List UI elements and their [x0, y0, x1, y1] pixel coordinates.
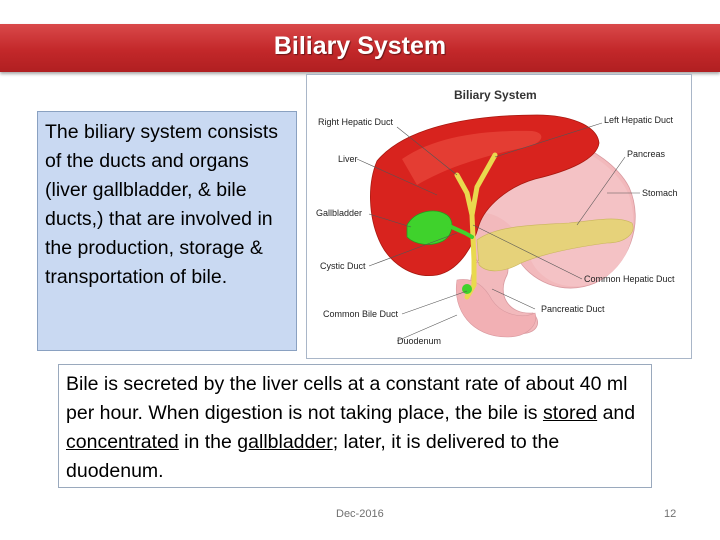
liver-highlight — [402, 130, 542, 185]
bile-paragraph: Bile is secreted by the liver cells at a… — [66, 370, 645, 486]
intro-text: The biliary system consists of the ducts… — [45, 121, 278, 288]
bile-text-box: Bile is secreted by the liver cells at a… — [58, 364, 652, 488]
bile-text-part2: and — [597, 402, 636, 424]
sphincter-node — [462, 284, 472, 294]
label-common-hepatic-duct: Common Hepatic Duct — [584, 274, 675, 284]
label-left-hepatic-duct: Left Hepatic Duct — [604, 115, 674, 125]
duodenum-shape — [455, 279, 537, 338]
pancreas-shape — [476, 218, 634, 272]
label-pancreas: Pancreas — [627, 149, 666, 159]
diagram-title: Biliary System — [454, 88, 537, 102]
label-duodenum: Duodenum — [397, 336, 441, 346]
bile-text-part3: in the — [178, 431, 238, 453]
bile-term-concentrated: concentrated — [66, 431, 179, 453]
label-pancreatic-duct: Pancreatic Duct — [541, 304, 605, 314]
label-liver: Liver — [338, 154, 358, 164]
bile-text-part4: ; later, it is delivered to the duodenum… — [66, 431, 560, 482]
bile-text-part1: Bile is secreted by the liver cells at a… — [66, 373, 628, 424]
slide-title: Biliary System — [273, 32, 447, 60]
diagram-svg: Biliary System Right Hepatic Duct Left H… — [316, 88, 678, 346]
label-cystic-duct: Cystic Duct — [320, 261, 366, 271]
bile-term-stored: stored — [542, 402, 598, 424]
label-stomach: Stomach — [642, 188, 678, 198]
bile-term-gallbladder: gallbladder — [237, 431, 333, 453]
footer-date: Dec-2016 — [336, 508, 384, 520]
footer-page-number: 12 — [664, 508, 677, 520]
biliary-system-diagram: Biliary System Right Hepatic Duct Left H… — [306, 74, 692, 359]
title-bar: Biliary System — [0, 24, 720, 72]
label-right-hepatic-duct: Right Hepatic Duct — [318, 117, 394, 127]
label-common-bile-duct: Common Bile Duct — [323, 309, 399, 319]
leader-lines — [356, 122, 640, 342]
intro-text-box: The biliary system consists of the ducts… — [37, 111, 297, 351]
gallbladder-shape — [406, 210, 453, 245]
label-gallbladder: Gallbladder — [316, 208, 362, 218]
cystic-duct — [445, 223, 474, 239]
